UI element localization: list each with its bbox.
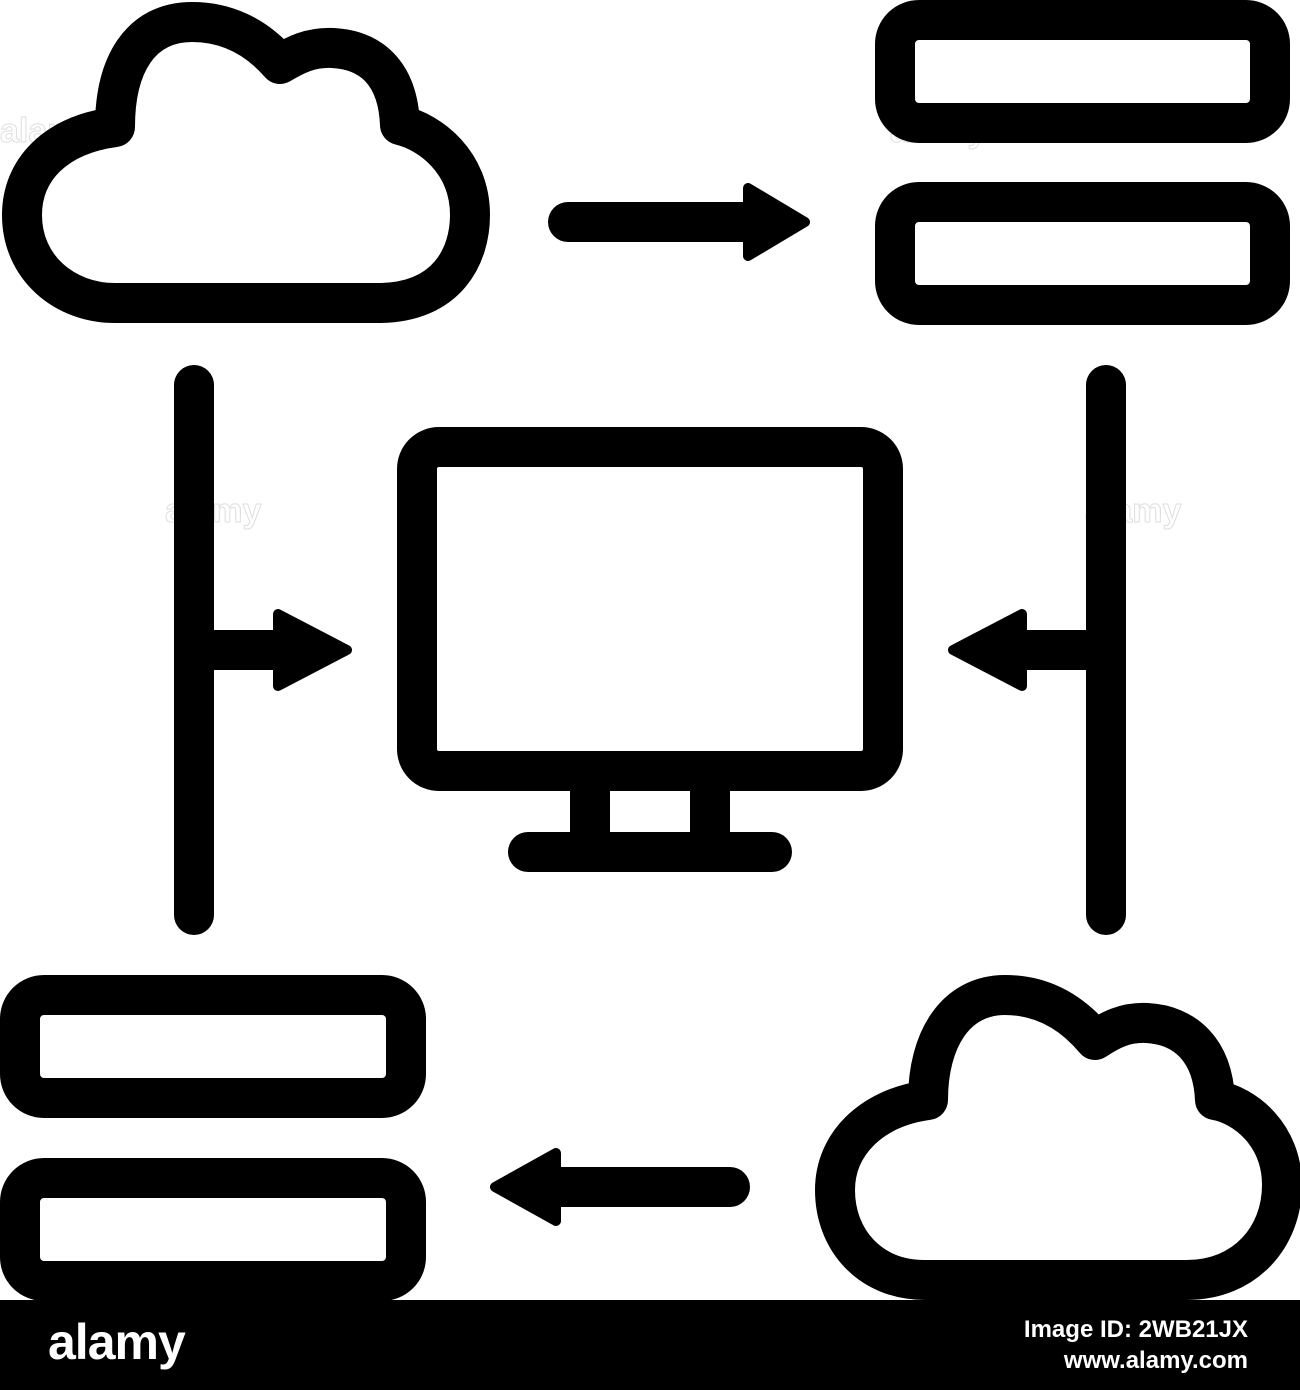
footer-bar (0, 1300, 1300, 1390)
site-url: www.alamy.com (1063, 1347, 1248, 1374)
cloud-icon (815, 975, 1300, 1300)
monitor-icon (397, 427, 903, 791)
data-network-diagram: alamy alamy alamy alamy alamy alamy (0, 0, 1300, 1300)
arrow-left-icon (948, 609, 1027, 691)
server-icon (0, 975, 426, 1118)
image-id-text: Image ID: 2WB21JX (1023, 1316, 1248, 1343)
arrow-left-icon (490, 1148, 561, 1226)
arrow-right-icon (273, 609, 352, 691)
server-icon (875, 182, 1290, 325)
server-icon (875, 0, 1290, 143)
brand-logo: alamy (48, 1314, 186, 1370)
image-meta: Image ID: 2WB21JX www.alamy.com (888, 1314, 1248, 1376)
server-icon (0, 1158, 426, 1300)
cloud-icon (2, 2, 490, 323)
arrow-right-icon (743, 183, 810, 261)
